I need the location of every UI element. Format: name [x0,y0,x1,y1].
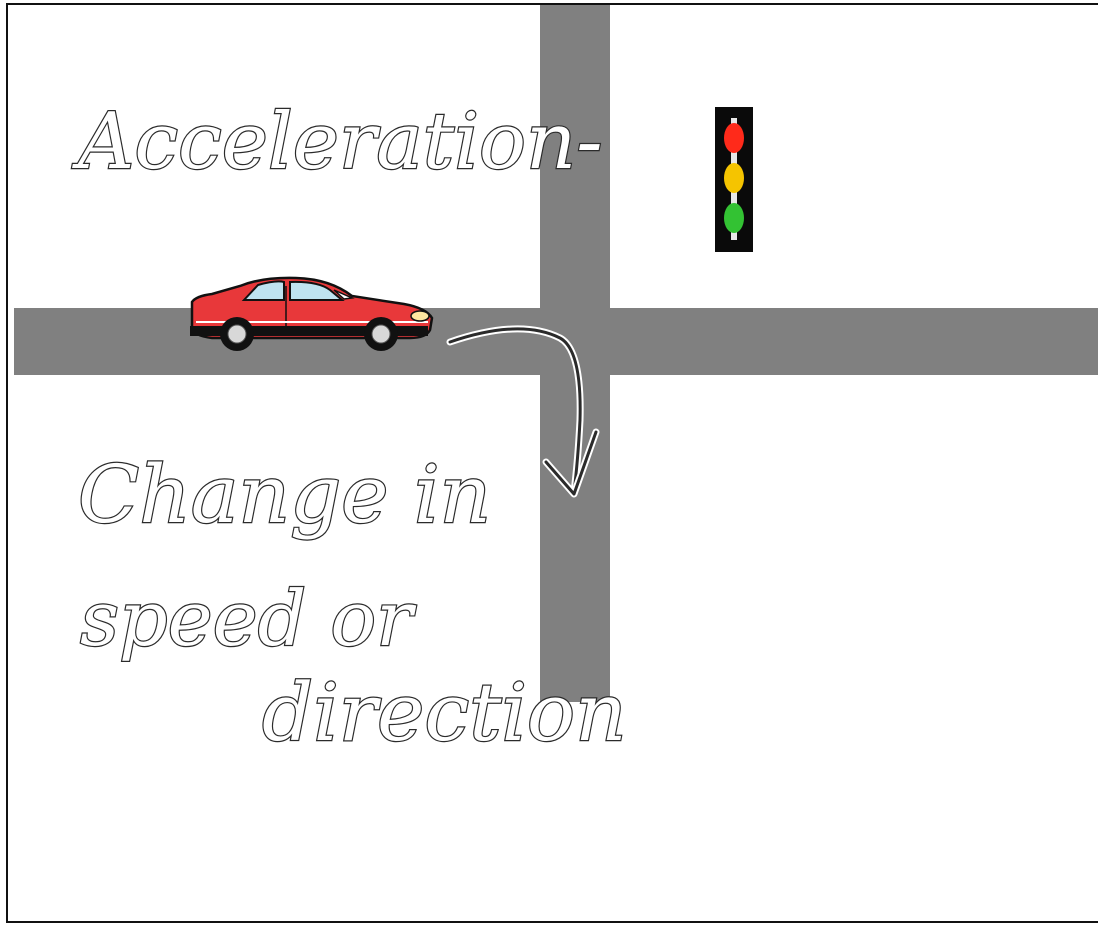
traffic-light-icon [715,107,753,252]
note-line-3: direction [262,666,627,759]
car-icon [190,276,434,351]
note-heading: Acceleration- [72,97,603,187]
note-line-2: speed or [80,574,417,663]
note-line-1: Change in [78,448,491,541]
whiteboard-canvas[interactable] [6,3,1098,923]
turn-arrow-icon [446,325,600,498]
